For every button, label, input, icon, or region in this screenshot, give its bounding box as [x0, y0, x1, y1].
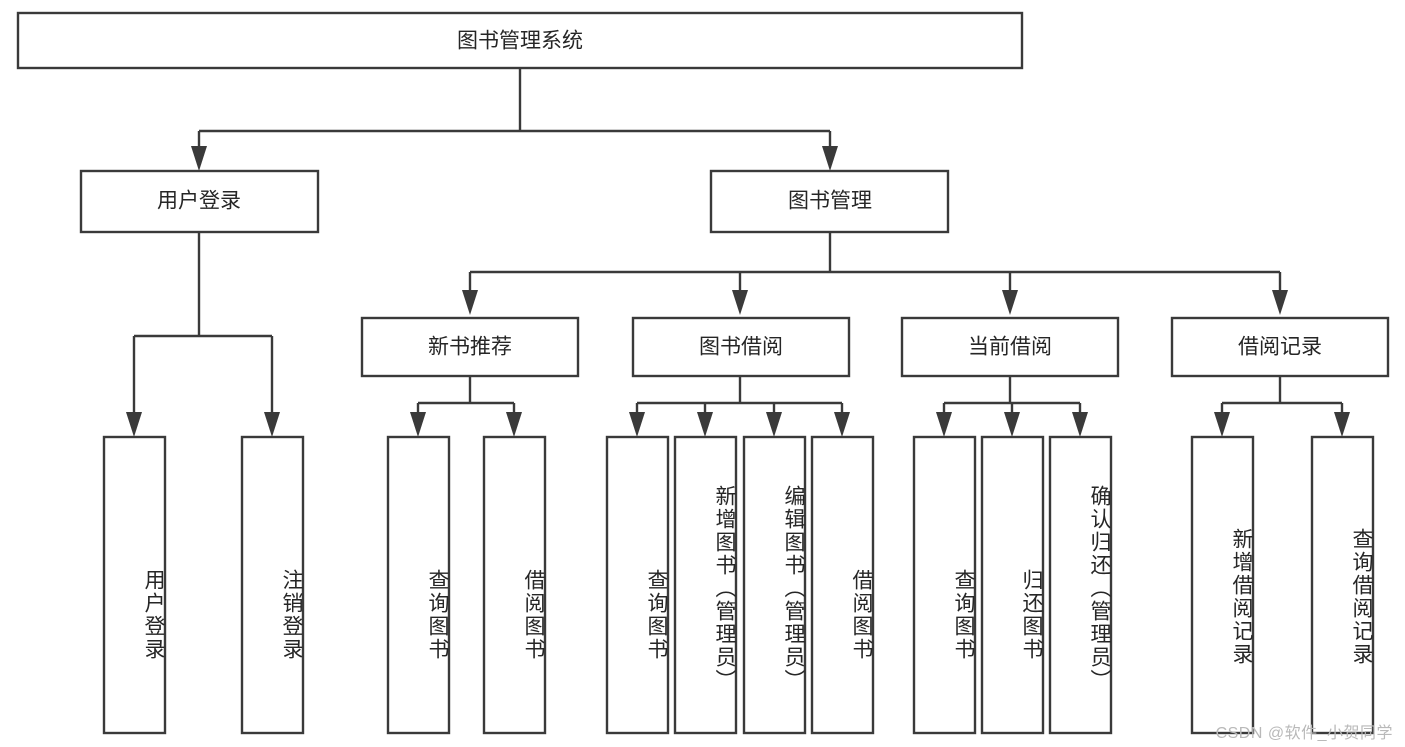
- leaf-node-user-login-login[interactable]: [102, 435, 167, 735]
- connector-newbook-to-leaves: [410, 376, 522, 437]
- leaf-node-bookborrow-add[interactable]: [673, 435, 738, 735]
- leaf-node-user-login-logout[interactable]: [240, 435, 305, 735]
- node-book-management[interactable]: 图书管理: [709, 169, 950, 234]
- leaf-node-newbook-borrow[interactable]: [482, 435, 547, 735]
- connector-userlogin-to-leaves: [126, 232, 280, 437]
- connector-bookmgmt-to-level3: [462, 232, 1288, 315]
- node-current-borrow-label: 当前借阅: [968, 336, 1052, 359]
- leaf-node-currentborrow-return[interactable]: [980, 435, 1045, 735]
- leaf-node-bookborrow-borrow[interactable]: [810, 435, 875, 735]
- watermark-text: CSDN @软件_小贺同学: [1215, 725, 1393, 742]
- node-book-borrow[interactable]: 图书借阅: [631, 316, 851, 378]
- node-user-login-label: 用户登录: [157, 190, 241, 213]
- node-user-login[interactable]: 用户登录: [79, 169, 320, 234]
- connector-root-to-level2: [191, 68, 838, 171]
- node-root-label: 图书管理系统: [457, 30, 583, 53]
- leaf-node-bookborrow-query[interactable]: [605, 435, 670, 735]
- node-book-borrow-label: 图书借阅: [699, 336, 783, 359]
- connector-borrowrecord-to-leaves: [1214, 376, 1350, 437]
- connector-currentborrow-to-leaves: [936, 376, 1088, 437]
- node-borrow-record[interactable]: 借阅记录: [1170, 316, 1390, 378]
- node-new-book-recommend-label: 新书推荐: [428, 336, 512, 359]
- node-borrow-record-label: 借阅记录: [1238, 336, 1322, 359]
- node-new-book-recommend[interactable]: 新书推荐: [360, 316, 580, 378]
- leaf-node-newbook-query[interactable]: [386, 435, 451, 735]
- node-current-borrow[interactable]: 当前借阅: [900, 316, 1120, 378]
- connector-bookborrow-to-leaves: [629, 376, 850, 437]
- node-book-management-label: 图书管理: [788, 190, 872, 213]
- leaf-node-borrowrecord-add[interactable]: [1190, 435, 1255, 735]
- leaf-node-borrowrecord-query[interactable]: [1310, 435, 1375, 735]
- leaf-node-currentborrow-query[interactable]: [912, 435, 977, 735]
- node-root[interactable]: 图书管理系统: [16, 11, 1024, 70]
- leaf-node-bookborrow-edit[interactable]: [742, 435, 807, 735]
- leaf-node-currentborrow-confirm[interactable]: [1048, 435, 1113, 735]
